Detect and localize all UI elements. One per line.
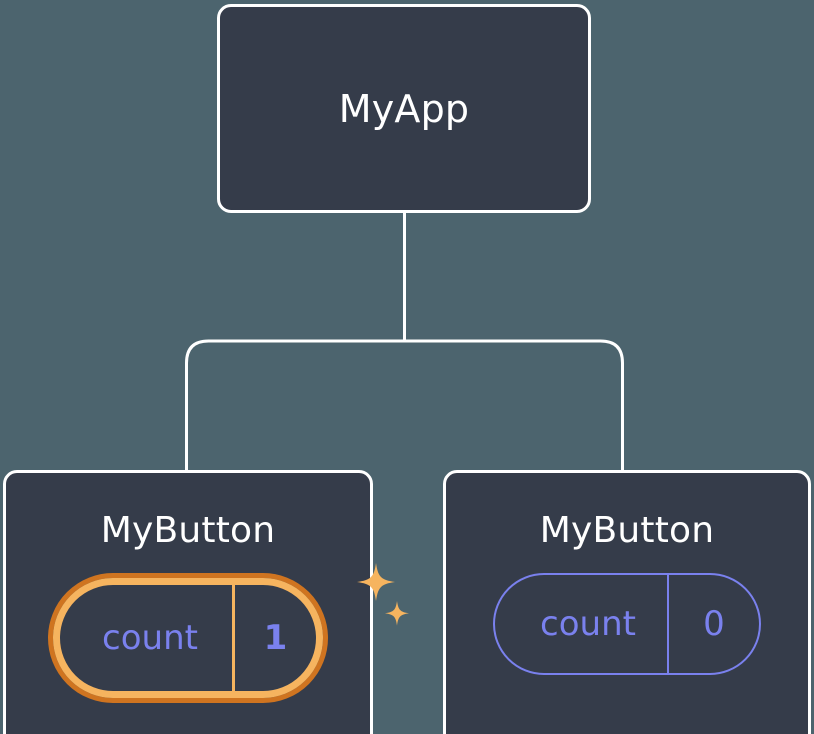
sparkle-large-icon [357, 563, 395, 601]
state-value: 1 [232, 585, 316, 691]
node-mybutton-right[interactable]: MyButton count 0 [443, 470, 811, 734]
sparkle-group [357, 563, 409, 626]
state-pill-wrapper: count 1 [6, 563, 409, 703]
state-pill-wrapper: count 0 [446, 573, 808, 675]
state-pill[interactable]: count 0 [493, 573, 761, 675]
node-title: MyButton [539, 510, 715, 551]
state-key: count [540, 604, 636, 644]
node-myapp[interactable]: MyApp [217, 4, 591, 213]
sparkle-small-icon [385, 601, 409, 626]
state-pill-highlighted[interactable]: count 1 [48, 573, 328, 703]
node-title: MyButton [100, 510, 276, 551]
state-key: count [102, 618, 198, 658]
state-value: 0 [667, 575, 759, 673]
connector-branch-bus [185, 339, 624, 470]
node-mybutton-left[interactable]: MyButton count 1 [3, 470, 409, 734]
node-title: MyApp [338, 86, 470, 131]
